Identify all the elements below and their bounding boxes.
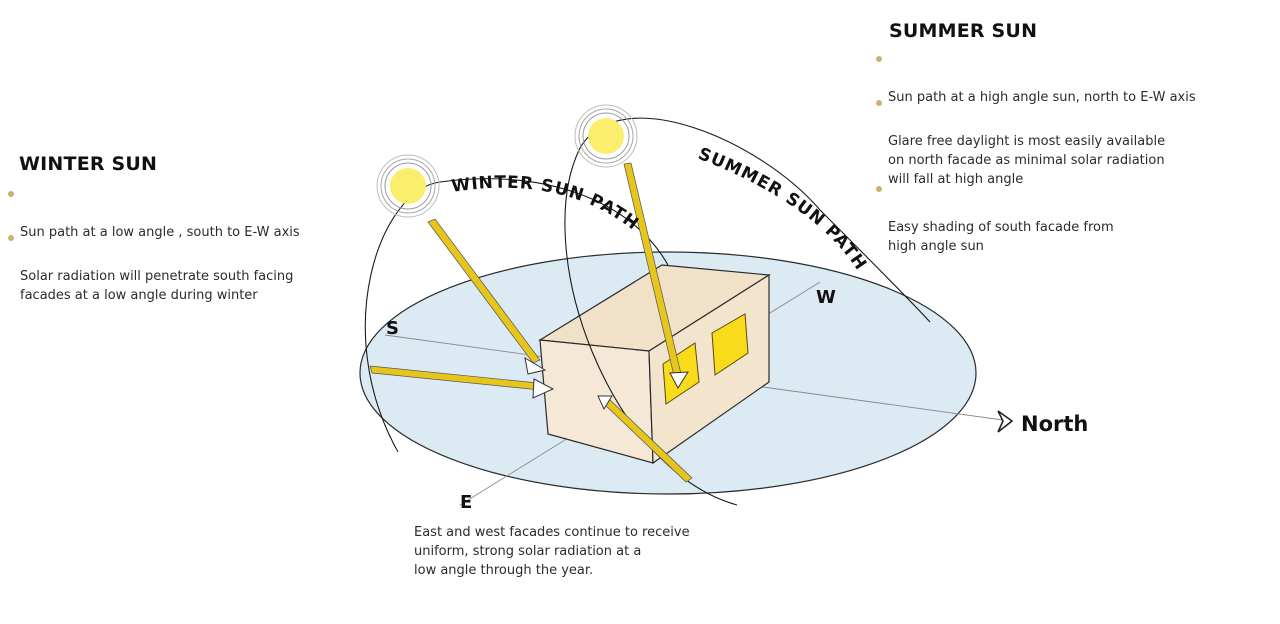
bullet-dot-icon	[876, 186, 882, 192]
winter-sun-heading: WINTER SUN	[19, 153, 158, 175]
summer-bullet: Glare free daylight is most easily avail…	[876, 94, 1165, 208]
bullet-dot-icon	[8, 235, 14, 241]
winter-bullet: Solar radiation will penetrate south fac…	[8, 229, 293, 324]
bullet-dot-icon	[8, 191, 14, 197]
summer-bullet-text: Sun path at a high angle sun, north to E…	[888, 90, 1196, 105]
ray-head-1	[524, 356, 547, 375]
bullet-dot-icon	[876, 100, 882, 106]
summer-sun-path-arc	[564, 117, 931, 506]
summer-sun-heading: SUMMER SUN	[889, 20, 1038, 42]
summer-bullet-text: Glare free daylight is most easily avail…	[888, 134, 1166, 187]
east-label: E	[460, 492, 472, 513]
summer-sun-icon	[574, 104, 638, 168]
ray-head-2	[532, 378, 555, 399]
summer-bullet: Sun path at a high angle sun, north to E…	[876, 50, 1196, 126]
sun-rays	[369, 162, 693, 483]
summer-bullet-text: Easy shading of south facade from high a…	[888, 220, 1114, 254]
winter-sun-path-arc	[364, 178, 669, 453]
summer-bullet: Easy shading of south facade from high a…	[876, 180, 1114, 275]
bullet-dot-icon	[876, 56, 882, 62]
east-west-facade-note: East and west facades continue to receiv…	[414, 525, 690, 578]
north-arrow-icon	[997, 410, 1014, 433]
north-label: North	[1021, 412, 1088, 436]
winter-bullet: Sun path at a low angle , south to E-W a…	[8, 185, 300, 261]
winter-ray-high	[427, 218, 541, 364]
winter-sun-path-label: WINTER SUN PATH	[450, 173, 642, 235]
ray-head-3	[669, 371, 689, 389]
west-label: W	[816, 287, 836, 308]
winter-sun-icon	[376, 154, 440, 218]
window-2	[711, 313, 749, 376]
south-label: S	[386, 318, 399, 339]
winter-bullet-text: Sun path at a low angle , south to E-W a…	[20, 225, 300, 240]
ray-head-4	[597, 395, 613, 411]
winter-bullet-text: Solar radiation will penetrate south fac…	[20, 269, 294, 303]
